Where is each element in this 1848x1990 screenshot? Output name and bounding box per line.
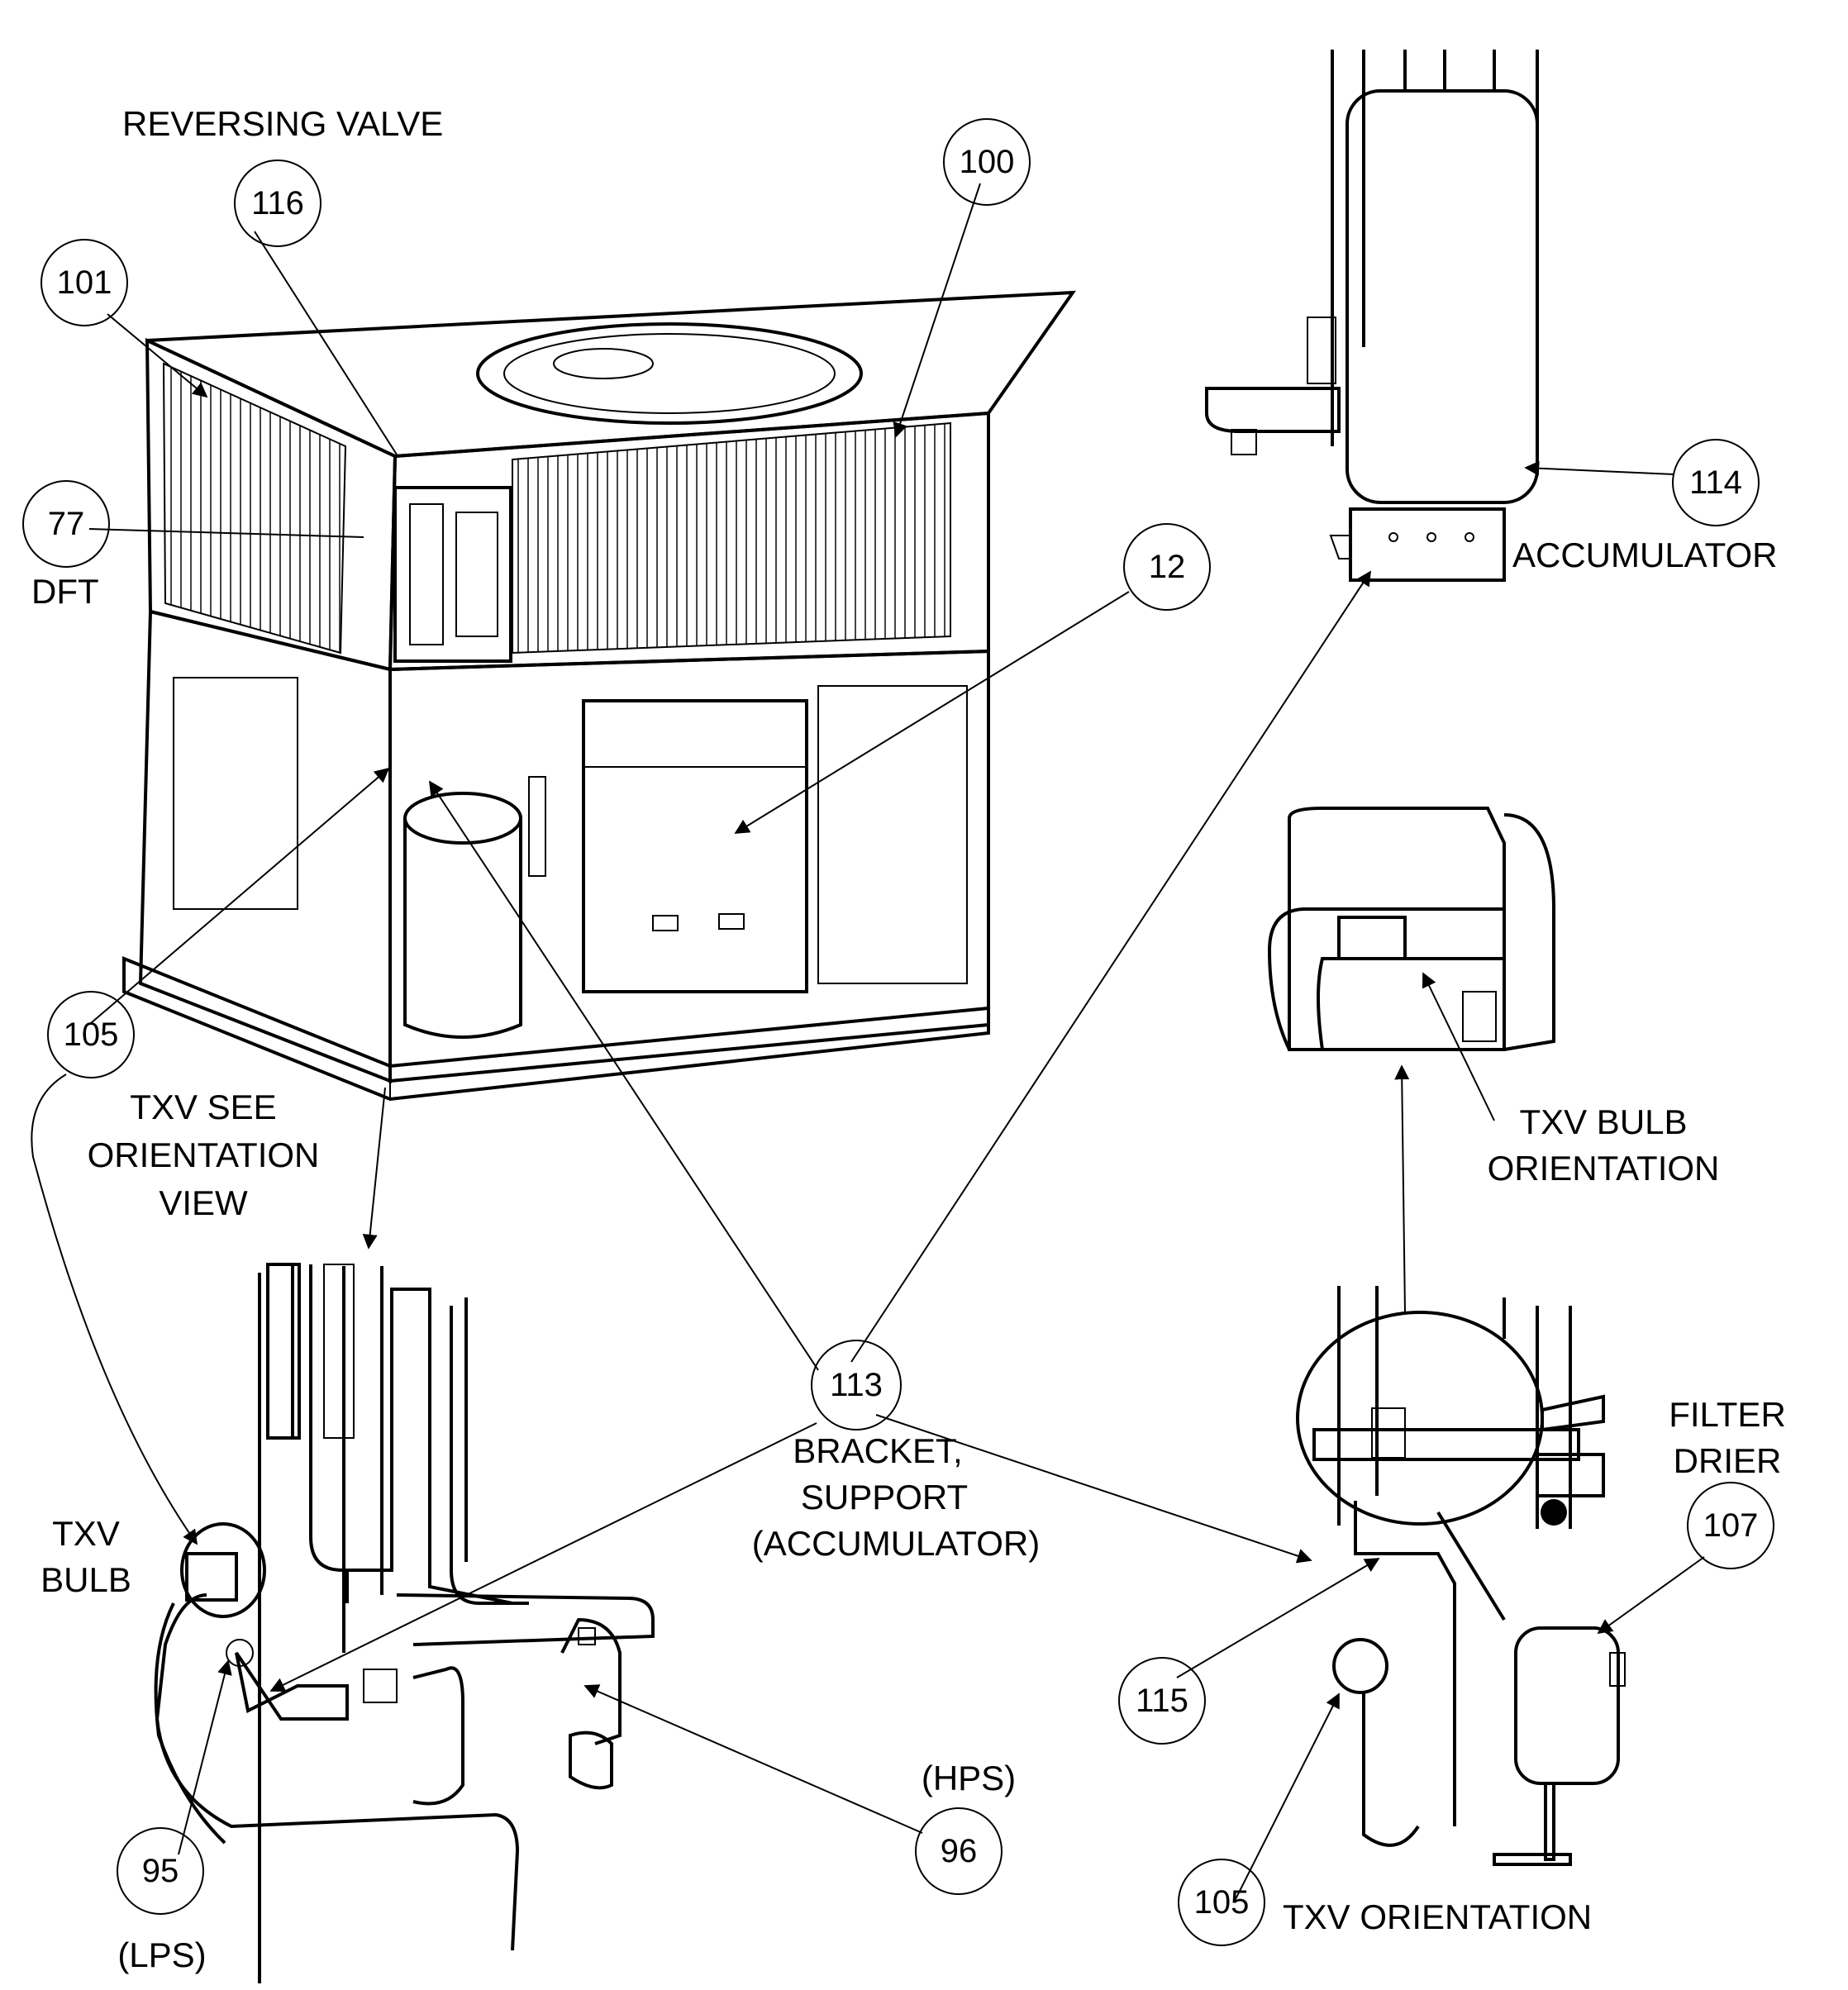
label-dft: DFT: [31, 572, 99, 611]
callout-96-label: 96: [941, 1833, 978, 1869]
label-txv-bulb-orientation-line1: TXV BULB: [1519, 1102, 1687, 1141]
leader-105-bottom: [1234, 1692, 1340, 1902]
label-txv-bulb-line1: TXV: [52, 1514, 120, 1553]
txv-bulb-orientation-illustration: [1267, 807, 1555, 1051]
leader-96: [583, 1684, 923, 1834]
callout-77: 77: [22, 480, 110, 568]
leader-107: [1597, 1556, 1705, 1635]
label-reversing-valve: REVERSING VALVE: [122, 104, 443, 143]
label-filter: FILTER: [1669, 1395, 1786, 1434]
callout-105-bottom-label: 105: [1194, 1884, 1250, 1921]
label-bracket-line1: BRACKET,: [793, 1431, 962, 1470]
leader-113-unit: [429, 780, 819, 1371]
callout-12-label: 12: [1149, 549, 1186, 585]
callout-107: 107: [1687, 1482, 1774, 1569]
callout-100: 100: [943, 118, 1031, 206]
leader-115: [1176, 1558, 1380, 1678]
label-drier: DRIER: [1674, 1441, 1782, 1480]
callout-105-top: 105: [47, 991, 135, 1078]
leader-114: [1524, 460, 1675, 476]
leader-12: [734, 591, 1130, 834]
leader-77: [88, 528, 364, 538]
leader-100: [893, 183, 981, 438]
label-txv-see-line2: ORIENTATION: [88, 1135, 320, 1174]
callout-101-label: 101: [57, 264, 112, 301]
label-txv-see-line1: TXV SEE: [130, 1088, 276, 1126]
label-accumulator: ACCUMULATOR: [1512, 536, 1777, 574]
callout-96: 96: [915, 1807, 1003, 1895]
leader-113-txv: [875, 1414, 1312, 1564]
callout-114-label: 114: [1689, 464, 1742, 501]
callout-77-label: 77: [48, 506, 85, 542]
leader-101: [107, 313, 208, 398]
callout-105-top-label: 105: [64, 1016, 119, 1053]
label-txv-bulb-line2: BULB: [40, 1560, 131, 1599]
callout-113: 113: [811, 1340, 902, 1431]
callout-113-label: 113: [830, 1367, 883, 1403]
main-unit-illustration: [122, 290, 1076, 1102]
leader-95: [178, 1659, 232, 1855]
txv-orientation-illustration: [1296, 1286, 1626, 1866]
leader-lines: [31, 183, 1705, 1902]
label-bracket-line3: (ACCUMULATOR): [752, 1524, 1040, 1563]
leader-105-bulb: [31, 1074, 198, 1545]
callout-101: 101: [40, 239, 128, 326]
callout-116: 116: [234, 159, 321, 247]
leader-113-bracket: [269, 1422, 817, 1692]
leader-txv-bulb-orientation: [1422, 972, 1495, 1121]
callout-115-label: 115: [1136, 1683, 1188, 1719]
leader-116: [254, 231, 398, 455]
label-lps: (LPS): [117, 1935, 206, 1974]
callout-115: 115: [1118, 1657, 1206, 1745]
callout-114: 114: [1672, 439, 1760, 526]
callout-95-label: 95: [142, 1853, 179, 1889]
callout-116-label: 116: [251, 185, 304, 221]
callout-100-label: 100: [960, 144, 1015, 180]
leader-down-detail: [362, 1087, 386, 1250]
compressor-piping-illustration: [154, 1263, 655, 1983]
label-txv-bulb-orientation-line2: ORIENTATION: [1488, 1149, 1720, 1188]
callout-107-label: 107: [1703, 1507, 1759, 1544]
leader-105-top: [90, 767, 390, 1024]
label-hps: (HPS): [922, 1759, 1016, 1797]
callout-95: 95: [117, 1827, 204, 1915]
callout-105-bottom: 105: [1178, 1859, 1265, 1946]
leader-113-accumulator: [850, 570, 1371, 1363]
label-txv-see-line3: VIEW: [159, 1183, 248, 1222]
label-bracket-line2: SUPPORT: [801, 1478, 968, 1516]
callout-12: 12: [1123, 523, 1211, 611]
label-txv-orientation: TXV ORIENTATION: [1283, 1897, 1592, 1936]
accumulator-illustration: [1205, 50, 1539, 582]
leader-orientation-up: [1394, 1064, 1410, 1313]
